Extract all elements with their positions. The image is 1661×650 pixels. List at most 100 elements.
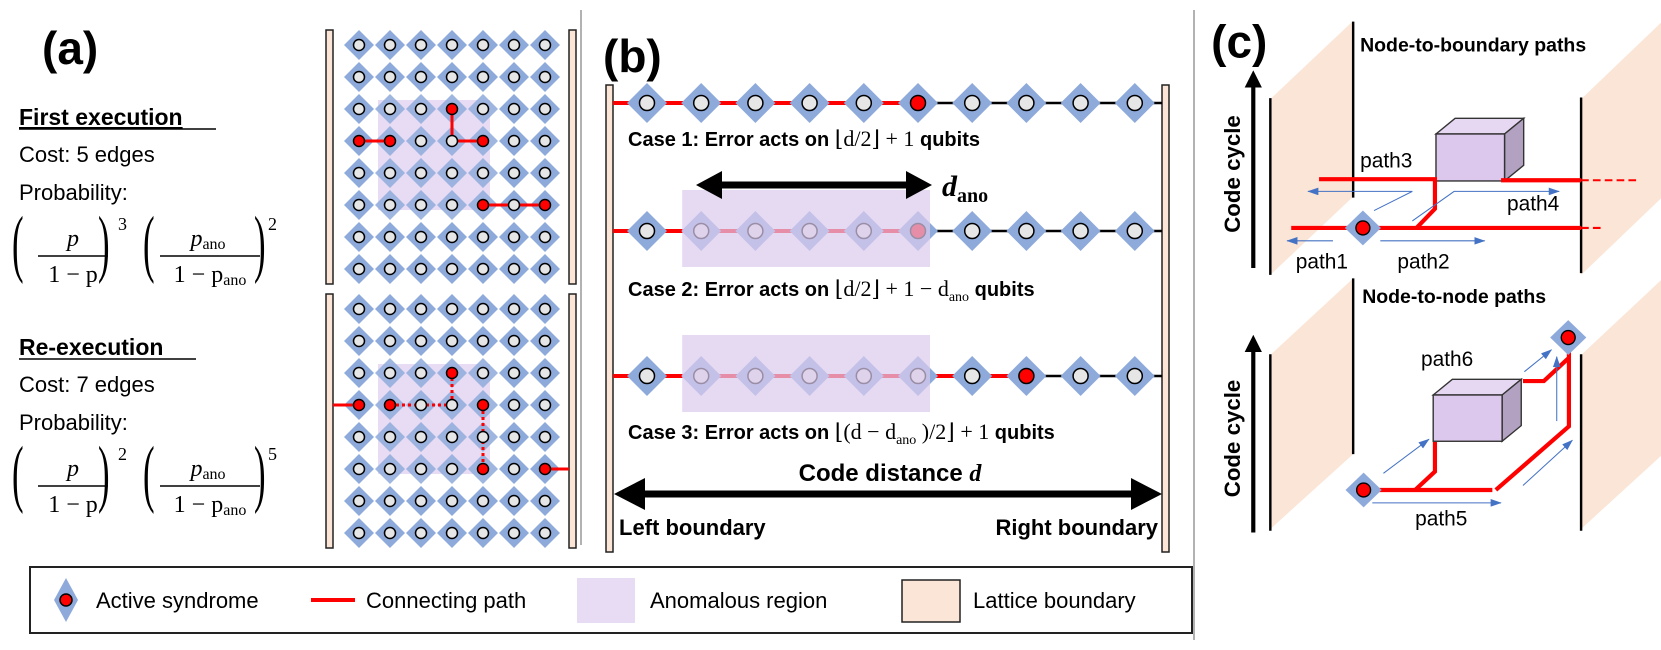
re-execution-probability-label: Probability: <box>19 410 128 435</box>
top-blue-arrows <box>1286 187 1560 245</box>
syndrome-node <box>414 462 428 476</box>
path6-label: path6 <box>1421 348 1473 371</box>
syndrome-node <box>1126 222 1144 240</box>
left-boundary-plane-top <box>1270 20 1354 275</box>
first-execution-title: First execution <box>19 104 183 130</box>
active-syndrome-top <box>1344 210 1381 246</box>
syndrome-node <box>445 526 459 540</box>
syndrome-node <box>476 166 490 180</box>
syndrome-node <box>445 262 459 276</box>
legend-connecting-path: Connecting path <box>366 588 526 613</box>
syndrome-node <box>507 38 521 52</box>
panel-b-label: (b) <box>603 30 662 82</box>
syndrome-node <box>638 94 656 112</box>
right-lattice-boundary <box>568 293 577 549</box>
syndrome-node <box>445 302 459 316</box>
syndrome-node <box>638 222 656 240</box>
syndrome-node <box>1126 367 1144 385</box>
syndrome-node <box>476 526 490 540</box>
left-lattice-boundary <box>605 84 614 553</box>
syndrome-node <box>383 302 397 316</box>
path3-label: path3 <box>1360 150 1412 173</box>
path2-label: path2 <box>1397 251 1449 274</box>
syndrome-node <box>414 102 428 116</box>
denominator-2: 1 − pano <box>174 262 247 289</box>
exponent-2: 2 <box>268 214 277 234</box>
numerator-1: p <box>65 456 79 482</box>
syndrome-node <box>414 398 428 412</box>
syndrome-node <box>352 198 366 212</box>
syndrome-node <box>507 302 521 316</box>
syndrome-node <box>383 366 397 380</box>
syndrome-node <box>507 334 521 348</box>
syndrome-node <box>352 70 366 84</box>
anomalous-cube-top <box>1434 116 1526 183</box>
syndrome-node <box>352 334 366 348</box>
syndrome-node <box>383 334 397 348</box>
active-syndrome-node <box>476 462 490 476</box>
node-to-node-title: Node-to-node paths <box>1362 286 1546 308</box>
exponent-2: 5 <box>268 444 277 464</box>
syndrome-node <box>352 302 366 316</box>
syndrome-node <box>507 134 521 148</box>
first-execution-probability-label: Probability: <box>19 180 128 205</box>
syndrome-node <box>1072 94 1089 112</box>
syndrome-node <box>507 526 521 540</box>
syndrome-node <box>538 102 552 116</box>
numerator-1: p <box>65 226 79 252</box>
legend-active-syndrome: Active syndrome <box>96 588 259 613</box>
case2-text: Case 2: Error acts on ⌊d/2⌋ + 1 − dano q… <box>628 276 1035 305</box>
syndrome-node <box>507 494 521 508</box>
syndrome-node <box>476 494 490 508</box>
paren-open-1: ( <box>12 201 24 284</box>
active-syndrome-node <box>352 134 366 148</box>
syndrome-node <box>963 94 981 112</box>
re-execution-title: Re-execution <box>19 334 163 360</box>
syndrome-node <box>352 262 366 276</box>
syndrome-node <box>414 526 428 540</box>
active-syndrome-top-right <box>1550 320 1587 355</box>
syndrome-node <box>538 134 552 148</box>
anomalous-region <box>682 190 930 267</box>
paren-open-1: ( <box>12 431 24 514</box>
syndrome-node <box>414 430 428 444</box>
syndrome-node <box>352 494 366 508</box>
syndrome-node <box>352 366 366 380</box>
syndrome-node <box>383 494 397 508</box>
case3-text: Case 3: Error acts on ⌊(d − dano )/2⌋ + … <box>628 419 1055 448</box>
syndrome-node <box>414 134 428 148</box>
syndrome-node <box>538 230 552 244</box>
d-ano-arrow-left-head <box>696 171 722 199</box>
syndrome-node <box>507 366 521 380</box>
anomalous-region <box>682 335 930 412</box>
syndrome-node <box>352 166 366 180</box>
legend-lattice-boundary: Lattice boundary <box>973 588 1136 613</box>
d-ano-label: dano <box>942 170 988 207</box>
code-distance-arrow-left-head <box>614 478 645 510</box>
syndrome-node <box>476 38 490 52</box>
syndrome-node <box>476 262 490 276</box>
active-syndrome-node <box>445 102 459 116</box>
syndrome-node <box>383 462 397 476</box>
panel-a-label: (a) <box>42 22 98 74</box>
path1-label: path1 <box>1296 251 1348 274</box>
exponent-1: 3 <box>118 214 127 234</box>
syndrome-node <box>445 462 459 476</box>
syndrome-node <box>507 462 521 476</box>
syndrome-node <box>538 526 552 540</box>
syndrome-node <box>352 430 366 444</box>
syndrome-node <box>507 166 521 180</box>
syndrome-node <box>414 38 428 52</box>
syndrome-node <box>538 166 552 180</box>
syndrome-node <box>538 70 552 84</box>
paren-close-1: ) <box>98 431 110 514</box>
anomalous-region <box>378 100 490 210</box>
syndrome-node <box>963 222 981 240</box>
right-lattice-boundary <box>568 29 577 285</box>
panel-b: (b) Case 1: Error acts on ⌊d/2⌋ + 1 qubi… <box>603 30 1170 553</box>
first-execution-lattice <box>325 29 577 285</box>
syndrome-node <box>414 70 428 84</box>
syndrome-node <box>445 198 459 212</box>
